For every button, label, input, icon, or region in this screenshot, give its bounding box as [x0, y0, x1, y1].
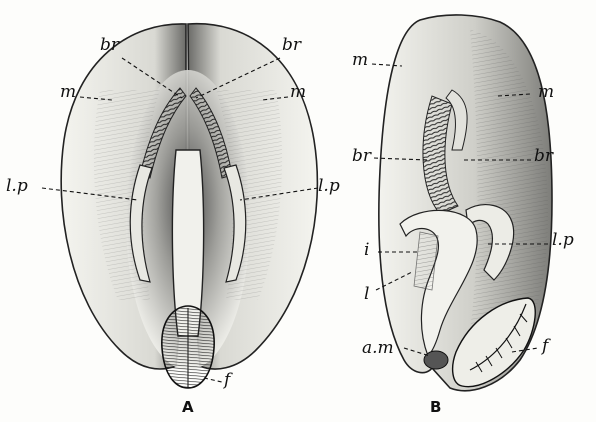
label-a-branchiae-right: br — [282, 37, 301, 54]
label-b-mantle-right: m — [538, 84, 554, 101]
label-a-mantle-right: m — [290, 84, 306, 101]
label-b-branchiae-right: br — [534, 148, 553, 165]
label-b-intestine: i — [364, 242, 369, 259]
label-b-branchiae-left: br — [352, 148, 371, 165]
panel-b-drawing — [372, 15, 552, 391]
label-a-mantle-left: m — [60, 84, 76, 101]
label-b-mantle-left: m — [352, 52, 368, 69]
panel-a-caption: A — [182, 400, 194, 415]
label-b-adductor-muscle: a.m — [362, 340, 394, 357]
label-a-branchiae-left: br — [100, 37, 119, 54]
panel-a-drawing — [42, 24, 318, 388]
label-a-foot: f — [224, 372, 230, 389]
label-a-labial-palp-left: l.p — [6, 178, 28, 195]
label-b-foot: f — [542, 338, 548, 355]
label-b-liver: l — [364, 286, 369, 303]
label-b-labial-palp: l.p — [552, 232, 574, 249]
panel-b-caption: B — [430, 400, 441, 415]
label-a-labial-palp-right: l.p — [318, 178, 340, 195]
